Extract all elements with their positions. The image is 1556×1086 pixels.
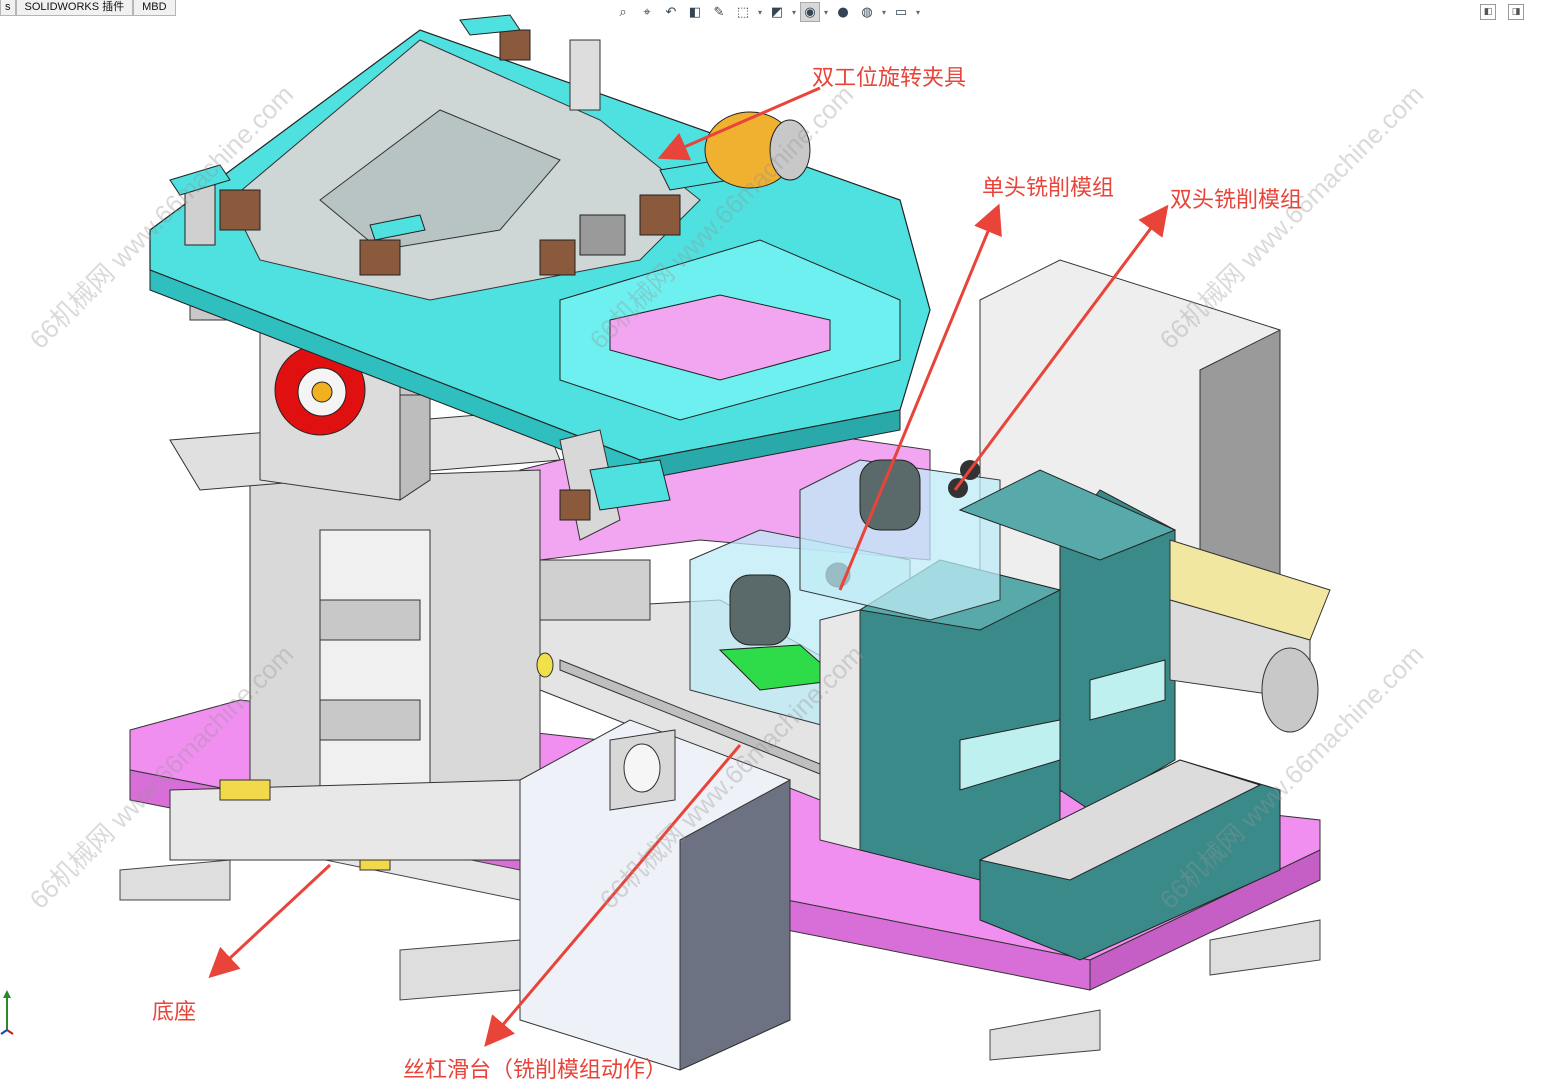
lower-clamp-arm [559, 429, 671, 541]
dual-station-rotary-fixture [149, 14, 931, 481]
previous-view-icon[interactable]: ↶ [665, 4, 677, 20]
front-cover-box [519, 719, 791, 1071]
label-base: 底座 [152, 1000, 197, 1025]
zoom-to-fit-icon[interactable]: ⌕ [619, 4, 627, 20]
hide-show-items-icon[interactable]: ◉ [800, 2, 820, 22]
cable-drag-chain [1169, 539, 1331, 733]
dynamic-annotation-icon[interactable]: ✎ [713, 4, 725, 20]
label-dual-station-fixture: 双工位旋转夹具 [812, 66, 967, 91]
tab-solidworks-addins[interactable]: SOLIDWORKS 插件 [15, 0, 134, 16]
restore-window-icon[interactable]: ◧ [1480, 4, 1496, 20]
apply-scene-icon[interactable]: ◍ [861, 4, 873, 20]
view-settings-icon[interactable]: ▭ [894, 4, 908, 20]
label-double-head-milling: 双头铣削模组 [1170, 188, 1303, 213]
label-single-head-milling: 单头铣削模组 [982, 176, 1115, 201]
display-style-icon[interactable]: ◩ [770, 4, 784, 20]
chevron-down-icon[interactable]: ▾ [791, 7, 796, 17]
command-manager-tabs: s SOLIDWORKS 插件 MBD [0, 0, 176, 16]
label-screw-slide: 丝杠滑台（铣削模组动作） [403, 1058, 668, 1083]
double-head-milling-module [799, 459, 1177, 811]
section-view-icon[interactable]: ◧ [688, 4, 702, 20]
chevron-down-icon[interactable]: ▾ [823, 7, 828, 17]
coordinate-triad-icon [0, 990, 14, 1035]
bellows-cover [978, 759, 1281, 961]
tab-mbd[interactable]: MBD [133, 0, 176, 16]
chevron-down-icon[interactable]: ▾ [915, 7, 920, 17]
edit-appearance-icon[interactable]: ● [837, 4, 849, 20]
annotation-arrows [208, 86, 1169, 1047]
tab-partial[interactable]: s [0, 0, 16, 16]
chevron-down-icon[interactable]: ▾ [881, 7, 886, 17]
tile-window-icon[interactable]: ◨ [1508, 4, 1524, 20]
zoom-area-icon[interactable]: ⌖ [643, 4, 651, 20]
left-support-column [169, 409, 561, 871]
chevron-down-icon[interactable]: ▾ [757, 7, 762, 17]
heads-up-view-toolbar: ⌕ ⌖ ↶ ◧ ✎ ⬚ ▾ ◩ ▾ ◉ ▾ ● ◍ ▾ ▭ ▾ [612, 0, 922, 24]
view-orientation-icon[interactable]: ⬚ [736, 4, 750, 20]
